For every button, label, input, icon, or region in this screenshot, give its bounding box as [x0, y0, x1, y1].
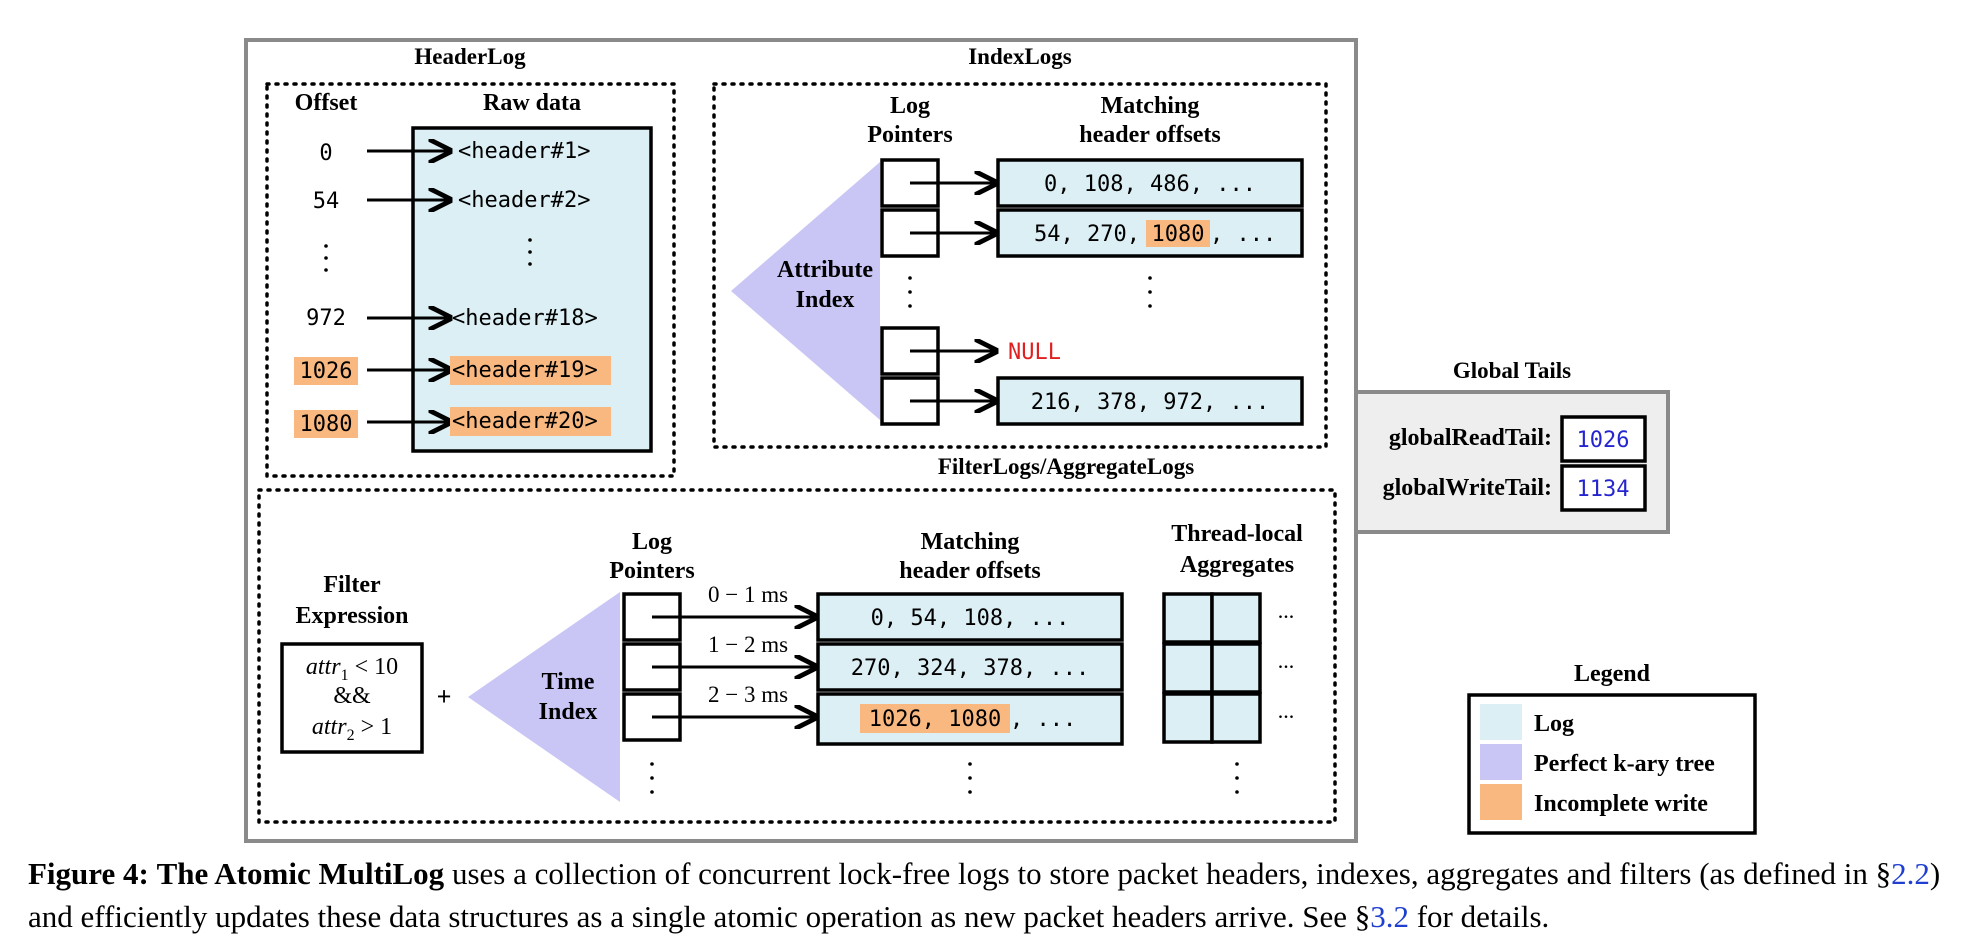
legend-swatch-tree [1480, 744, 1522, 780]
aggregates-grid [1162, 592, 1262, 744]
raw-data-log [411, 126, 653, 453]
incomplete-highlight-entry-20 [450, 407, 611, 436]
header-entry-20: <header#20> [452, 409, 598, 434]
header-entry-1: <header#1> [458, 139, 590, 164]
filter-incomplete-highlight [860, 704, 1010, 733]
aggregates-ellipsis-2: ... [1278, 648, 1295, 673]
legend-label-incomplete: Incomplete write [1534, 791, 1708, 817]
header-offset-20: 1080 [300, 412, 353, 437]
incomplete-highlight-offset-19 [294, 357, 358, 385]
time-range-1: 0 − 1 ms [708, 582, 788, 607]
header-entry-19: <header#19> [452, 358, 598, 383]
time-range-3: 2 − 3 ms [708, 682, 788, 707]
filter-expression-box [280, 642, 424, 754]
attribute-index-tree [731, 162, 880, 420]
index-offsets-row-1: 0, 108, 486, ... [1044, 172, 1256, 197]
index-offsets-log-1 [996, 158, 1304, 208]
header-log-section: HeaderLog Offset Raw data 0 <header#1> 5… [265, 44, 676, 478]
index-log-pointers-label-2: Pointers [867, 122, 952, 148]
filter-offsets-row-1: 0, 54, 108, ... [871, 606, 1070, 631]
header-offset-2: 54 [313, 189, 340, 214]
index-offsets-row-4: 216, 378, 972, ... [1031, 390, 1269, 415]
global-write-tail-cell [1560, 464, 1647, 512]
header-ellipsis [324, 238, 532, 272]
plus-sign: + [437, 682, 452, 711]
attribute-index-label-2: Index [796, 287, 855, 313]
index-log-pointers-label-1: Log [890, 93, 930, 119]
global-tails-title: Global Tails [1453, 358, 1571, 383]
index-offsets-row-2-highlight: 1080 [1152, 222, 1205, 247]
caption-title: The Atomic MultiLog [156, 856, 445, 891]
raw-data-column-label: Raw data [483, 90, 581, 116]
legend: Legend Log Perfect k-ary tree Incomplete… [1467, 661, 1757, 835]
incomplete-highlight-offset-20 [294, 410, 358, 438]
caption-text-b: ) and efficiently updates these data str… [28, 856, 1941, 934]
global-write-tail-label: globalWriteTail: [1383, 475, 1552, 501]
index-offsets-log-4 [996, 376, 1304, 426]
index-offsets-row-2-suffix: , ... [1210, 222, 1276, 247]
time-index-label-2: Index [539, 699, 598, 725]
global-read-tail-label: globalReadTail: [1389, 425, 1552, 451]
index-matching-label-2: header offsets [1079, 122, 1221, 148]
figure-label: Figure 4: [28, 856, 149, 891]
global-write-tail-value: 1134 [1577, 477, 1630, 502]
legend-title: Legend [1574, 661, 1651, 687]
attribute-index-label-1: Attribute [777, 257, 873, 283]
incomplete-highlight-entry-19 [450, 356, 611, 385]
aggregates-ellipsis-1: ... [1278, 598, 1295, 623]
offset-column-label: Offset [295, 90, 358, 116]
multilog-diagram: HeaderLog Offset Raw data 0 <header#1> 5… [244, 38, 1757, 843]
filter-expression-line-1: attr1 < 10 [306, 654, 398, 684]
filter-log-pointers-label-1: Log [632, 529, 672, 555]
filter-log-pointers-label-2: Pointers [609, 558, 694, 584]
header-entry-2: <header#2> [458, 188, 590, 213]
global-read-tail-cell [1560, 415, 1647, 463]
filter-expression-label-1: Filter [323, 572, 381, 598]
header-log-dotted-box [265, 82, 676, 478]
filter-expression-label-2: Expression [296, 603, 409, 629]
filter-ellipsis [650, 762, 1239, 794]
legend-label-tree: Perfect k-ary tree [1534, 751, 1715, 777]
caption-ref-3-2[interactable]: 3.2 [1370, 899, 1409, 934]
legend-swatch-log [1480, 704, 1522, 740]
header-offset-1: 0 [319, 141, 332, 166]
legend-label-log: Log [1534, 711, 1574, 737]
index-logs-dotted-box [712, 82, 1328, 449]
aggregates-label-1: Thread-local [1171, 521, 1303, 547]
index-logs-title: IndexLogs [968, 44, 1072, 69]
aggregates-ellipsis-3: ... [1278, 698, 1295, 723]
filter-offsets-row-3-highlight: 1026, 1080 [869, 707, 1001, 732]
time-index-tree [468, 592, 620, 802]
filter-expression-line-2: && [333, 683, 371, 709]
index-incomplete-highlight [1146, 220, 1210, 247]
filter-logs-dotted-box [257, 488, 1337, 824]
filter-offsets-row-2: 270, 324, 378, ... [851, 656, 1089, 681]
caption-text-c: for details. [1408, 899, 1550, 934]
global-tails-section: Global Tails globalReadTail: 1026 global… [1354, 358, 1670, 534]
header-offset-19: 1026 [300, 359, 353, 384]
header-offset-18: 972 [306, 306, 346, 331]
index-offsets-row-2-prefix: 54, 270, [1034, 222, 1140, 247]
time-range-2: 1 − 2 ms [708, 632, 788, 657]
filter-logs-section: FilterLogs/AggregateLogs Filter Expressi… [257, 454, 1337, 824]
filter-offsets-row-3-suffix: , ... [1010, 707, 1076, 732]
filter-logs-title: FilterLogs/AggregateLogs [938, 454, 1194, 479]
index-logs-section: IndexLogs Attribute Index Log Pointers M… [712, 44, 1328, 449]
null-pointer-text: NULL [1008, 340, 1061, 365]
index-ellipsis [908, 276, 1152, 308]
figure-caption: Figure 4: The Atomic MultiLog uses a col… [28, 852, 1948, 938]
index-matching-label-1: Matching [1101, 93, 1200, 119]
filter-matching-label-1: Matching [921, 529, 1020, 555]
filter-offsets-log-1 [816, 592, 1124, 642]
time-index-label-1: Time [542, 669, 595, 695]
filter-matching-label-2: header offsets [899, 558, 1041, 584]
legend-swatch-incomplete [1480, 784, 1522, 820]
header-log-title: HeaderLog [414, 44, 526, 69]
caption-text-a: uses a collection of concurrent lock-fre… [451, 856, 1892, 891]
header-entry-18: <header#18> [452, 306, 598, 331]
global-read-tail-value: 1026 [1577, 428, 1630, 453]
caption-ref-2-2[interactable]: 2.2 [1891, 856, 1930, 891]
filter-expression-line-3: attr2 > 1 [312, 714, 392, 744]
aggregates-label-2: Aggregates [1180, 552, 1294, 578]
